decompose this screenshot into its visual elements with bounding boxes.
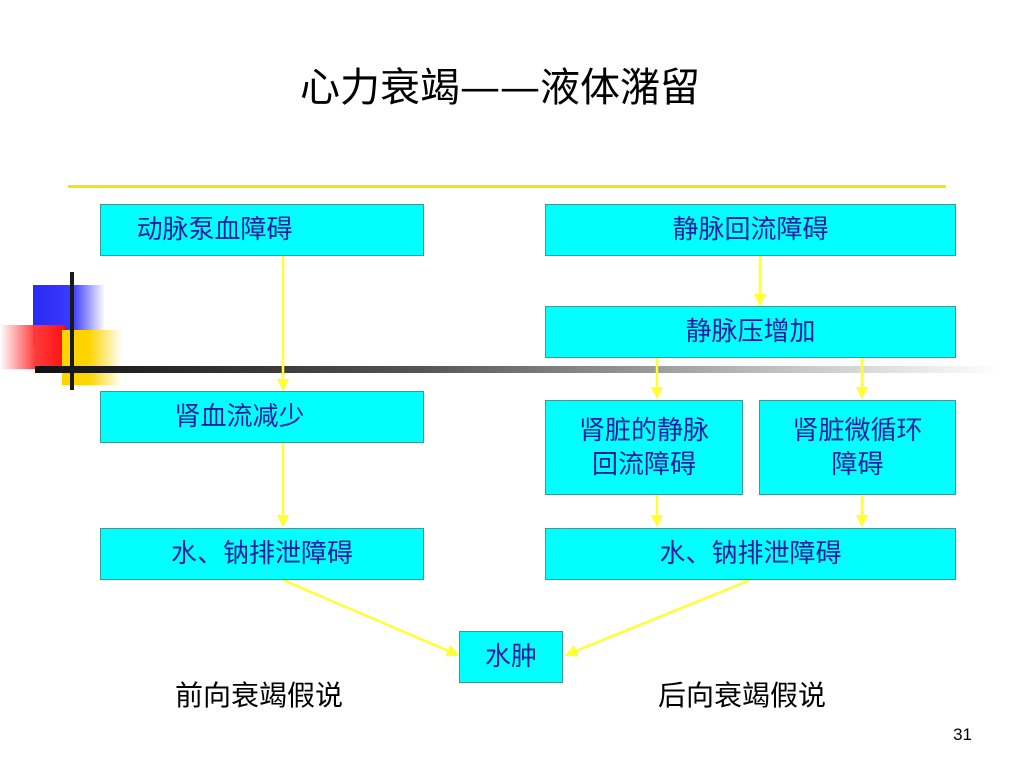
node-venous-return: 静脉回流障碍 [545,204,956,256]
arrow-water-right-to-edema [564,578,751,657]
backward-hypothesis-label: 后向衰竭假说 [658,679,827,712]
title-underline [68,185,946,188]
node-water-sodium-right: 水、钠排泄障碍 [545,528,956,580]
slide-title: 心力衰竭——液体潴留 [300,65,700,111]
node-water-sodium-left: 水、钠排泄障碍 [100,528,424,580]
node-edema: 水肿 [459,631,563,683]
forward-hypothesis-label: 前向衰竭假说 [175,679,344,712]
node-renal-microcirculation: 肾脏微循环 障碍 [759,400,956,495]
page-number: 31 [953,725,972,744]
node-renal-venous-return: 肾脏的静脉 回流障碍 [545,400,743,495]
decor-vertical-line [70,272,74,390]
decor-horizontal-line [35,366,1000,373]
decor-red-square [0,325,65,369]
arrow-water-left-to-edema [282,578,460,657]
node-renal-blood-flow: 肾血流减少 [100,391,424,443]
node-venous-pressure: 静脉压增加 [545,306,956,358]
node-arterial-pump: 动脉泵血障碍 [100,204,424,256]
